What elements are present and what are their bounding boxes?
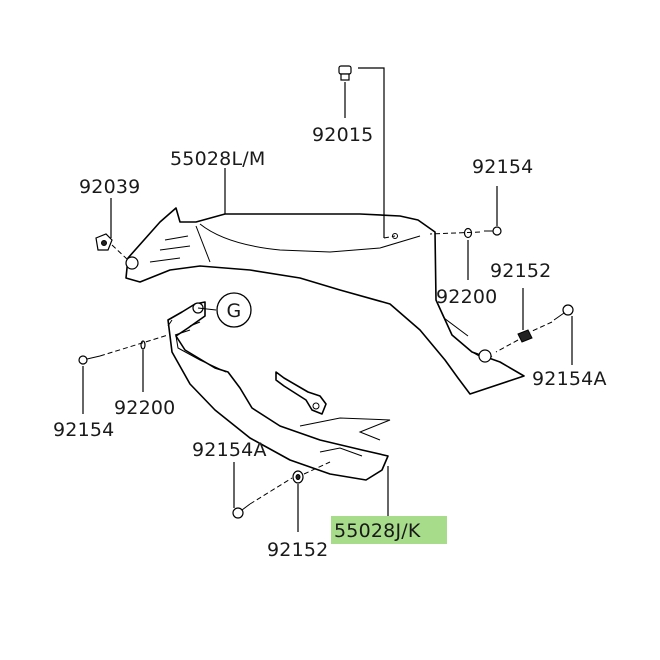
part-highlight (331, 516, 447, 544)
bolt-92015-icon (338, 65, 352, 81)
part-number-92154-top: 92154 (472, 156, 533, 178)
part-number-92152-bottom: 92152 (267, 539, 328, 561)
screw-92154a-bottom-icon (232, 503, 251, 519)
washer-92200-right-icon (463, 227, 473, 239)
part-number-92154-left: 92154 (53, 419, 114, 441)
part-number-55028jk: 55028J/K (334, 520, 421, 542)
washer-92200-left-icon (140, 340, 146, 350)
clip-92039-icon (95, 233, 113, 251)
upper-fairing-part (125, 207, 525, 395)
screw-92154-top-icon (484, 226, 502, 236)
part-number-92152-right: 92152 (490, 260, 551, 282)
part-number-92154a-bottom: 92154A (192, 439, 267, 461)
part-number-92039: 92039 (79, 176, 140, 198)
reference-g-label: G (227, 300, 242, 322)
grommet-92152-bottom-icon (292, 470, 304, 484)
screw-92154-left-icon (78, 355, 101, 365)
reference-g-callout: G (216, 292, 252, 328)
part-number-92200-left: 92200 (114, 397, 175, 419)
grommet-92152-right-icon (517, 329, 533, 343)
part-number-92154a-right: 92154A (532, 368, 607, 390)
leader-lines (82, 67, 573, 532)
part-number-92015: 92015 (312, 124, 373, 146)
lower-fairing-part (167, 301, 391, 481)
part-number-92200-right: 92200 (436, 286, 497, 308)
part-number-55028lm: 55028L/M (170, 148, 265, 170)
screw-92154a-right-icon (553, 304, 574, 321)
